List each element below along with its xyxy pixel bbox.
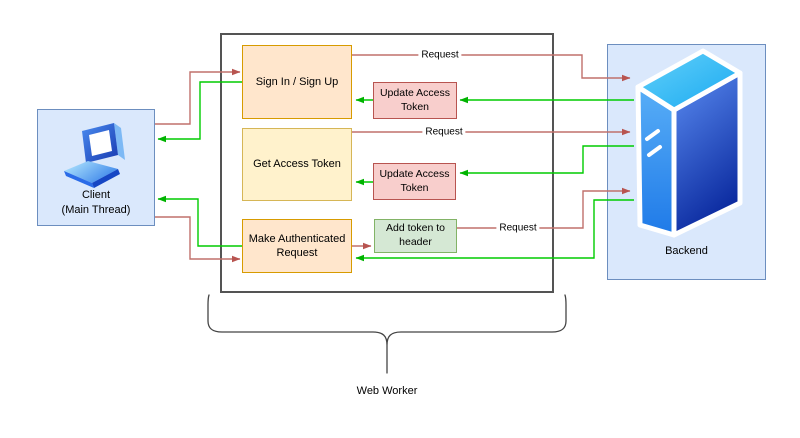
edge-make-request-to-client — [157, 195, 242, 247]
node-add-token-to-header: Add token to header — [374, 219, 457, 253]
edge-backend-to-update-token-middle — [459, 145, 634, 177]
edge-label-sign-in-request: Request — [418, 49, 462, 61]
server-icon — [635, 48, 743, 238]
client-name: Client — [81, 189, 111, 201]
edge-client-to-sign-in — [155, 68, 241, 125]
node-get-access-token: Get Access Token — [242, 128, 352, 201]
node-update-access-token-top-label: Update Access Token — [379, 86, 451, 113]
edge-client-to-make-request — [155, 216, 241, 263]
laptop-icon — [64, 123, 125, 188]
node-sign-in-label: Sign In / Sign Up — [255, 75, 339, 88]
node-update-access-token-top: Update Access Token — [373, 82, 457, 119]
edge-label-authenticated-request: Request — [496, 222, 540, 234]
client-label: Client (Main Thread) — [37, 188, 155, 218]
edge-add-header-to-backend-request — [457, 187, 631, 229]
client-subtitle: (Main Thread) — [61, 203, 131, 216]
node-sign-in: Sign In / Sign Up — [242, 45, 352, 119]
node-get-access-token-label: Get Access Token — [253, 158, 341, 171]
node-add-token-to-header-label: Add token to header — [386, 222, 445, 248]
node-update-access-token-middle-label: Update Access Token — [379, 167, 450, 194]
edge-label-get-token-request: Request — [422, 126, 466, 138]
edge-sign-in-to-client — [157, 81, 242, 143]
node-make-authenticated-request: Make Authenticated Request — [242, 219, 352, 273]
web-worker-container — [220, 33, 554, 293]
node-update-access-token-middle: Update Access Token — [373, 163, 456, 200]
web-worker-label: Web Worker — [356, 385, 418, 397]
backend-label: Backend — [665, 245, 708, 257]
edge-sign-in-to-backend-request — [352, 54, 631, 82]
node-make-authenticated-request-label: Make Authenticated Request — [248, 232, 346, 259]
edge-backend-to-make-request — [355, 199, 634, 262]
curly-brace — [207, 294, 567, 374]
server-vent-slashes — [645, 129, 662, 157]
